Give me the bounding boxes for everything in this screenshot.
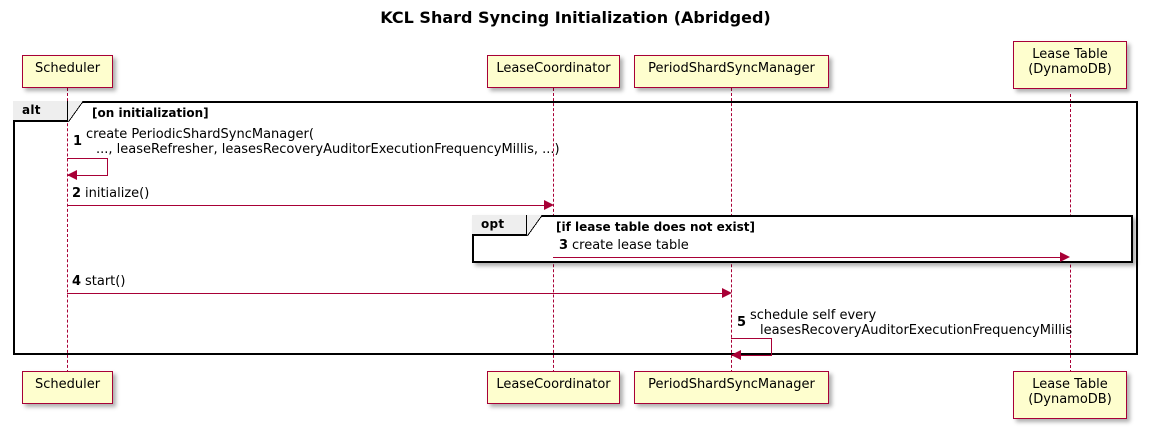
message-1-label-line-2: ..., leaseRefresher, leasesRecoveryAudit… <box>96 142 560 157</box>
message-3-number: 3 <box>559 238 569 253</box>
participant-leasetable-top-label-line-1: Lease Table <box>1032 47 1108 62</box>
participant-scheduler-bottom-label: Scheduler <box>34 377 101 392</box>
fragment-opt-tab-corner <box>527 215 542 236</box>
fragment-alt-keyword-tab: alt <box>13 101 69 122</box>
participant-leasecoordinator-top-label: LeaseCoordinator <box>496 61 611 76</box>
page-title: KCL Shard Syncing Initialization (Abridg… <box>380 8 771 27</box>
lifeline-scheduler <box>67 88 68 378</box>
fragment-opt-condition: [if lease table does not exist] <box>556 220 756 234</box>
message-4-line <box>67 293 725 294</box>
message-3-label-line-1: create lease table <box>572 238 689 253</box>
message-2-label-line-1: initialize() <box>85 186 150 201</box>
message-2-line <box>67 205 547 206</box>
participant-periodshardsyncmanager-bottom[interactable]: PeriodShardSyncManager <box>634 371 829 404</box>
participant-leasetable-top[interactable]: Lease Table (DynamoDB) <box>1013 41 1127 89</box>
fragment-alt-tab-corner-edge <box>68 101 83 122</box>
message-5-label-line-1: schedule self every <box>750 308 877 323</box>
message-5-label: schedule self every leasesRecoveryAudito… <box>750 308 1072 338</box>
message-2-number: 2 <box>72 186 82 201</box>
participant-periodshardsyncmanager-bottom-label: PeriodShardSyncManager <box>648 377 815 392</box>
participant-leasecoordinator-top[interactable]: LeaseCoordinator <box>487 55 620 88</box>
participant-periodshardsyncmanager-top[interactable]: PeriodShardSyncManager <box>634 55 829 88</box>
participant-scheduler-top[interactable]: Scheduler <box>22 55 113 88</box>
fragment-alt-keyword: alt <box>22 103 41 117</box>
message-3-arrowhead <box>1060 252 1070 262</box>
message-5-arrowhead <box>731 350 741 360</box>
message-2-arrowhead <box>544 200 554 210</box>
participant-leasecoordinator-bottom[interactable]: LeaseCoordinator <box>487 371 620 404</box>
message-3-line <box>553 257 1061 258</box>
message-1-self-loop <box>67 158 108 176</box>
participant-leasetable-bottom-label-line-2: (DynamoDB) <box>1028 392 1112 407</box>
message-5-self-loop <box>731 338 772 356</box>
fragment-alt-on-initialization <box>13 101 1138 355</box>
message-1-label-line-1: create PeriodicShardSyncManager( <box>86 127 314 142</box>
participant-leasetable-top-label-line-2: (DynamoDB) <box>1028 62 1112 77</box>
participant-scheduler-bottom[interactable]: Scheduler <box>22 371 113 404</box>
fragment-alt-condition: [on initialization] <box>92 106 209 120</box>
message-1-label: create PeriodicShardSyncManager( ..., le… <box>86 127 560 157</box>
message-4-number: 4 <box>72 274 82 289</box>
fragment-opt-lease-table-missing <box>472 215 1133 263</box>
participant-leasecoordinator-bottom-label: LeaseCoordinator <box>496 377 611 392</box>
message-5-label-line-2: leasesRecoveryAuditorExecutionFrequencyM… <box>760 323 1073 338</box>
message-1-arrowhead <box>67 170 77 180</box>
message-2-label: initialize() <box>85 186 149 201</box>
participant-leasetable-bottom[interactable]: Lease Table (DynamoDB) <box>1013 371 1127 419</box>
message-4-label-line-1: start() <box>85 274 126 289</box>
participant-periodshardsyncmanager-top-label: PeriodShardSyncManager <box>648 61 815 76</box>
message-3-label: create lease table <box>572 238 689 253</box>
fragment-opt-keyword: opt <box>481 217 505 231</box>
participant-leasetable-bottom-label-line-1: Lease Table <box>1032 377 1108 392</box>
fragment-opt-keyword-tab: opt <box>472 215 528 236</box>
participant-scheduler-top-label: Scheduler <box>34 61 101 76</box>
message-4-label: start() <box>85 274 125 289</box>
message-4-arrowhead <box>722 288 732 298</box>
message-5-number: 5 <box>737 315 747 330</box>
message-1-number: 1 <box>73 134 83 149</box>
